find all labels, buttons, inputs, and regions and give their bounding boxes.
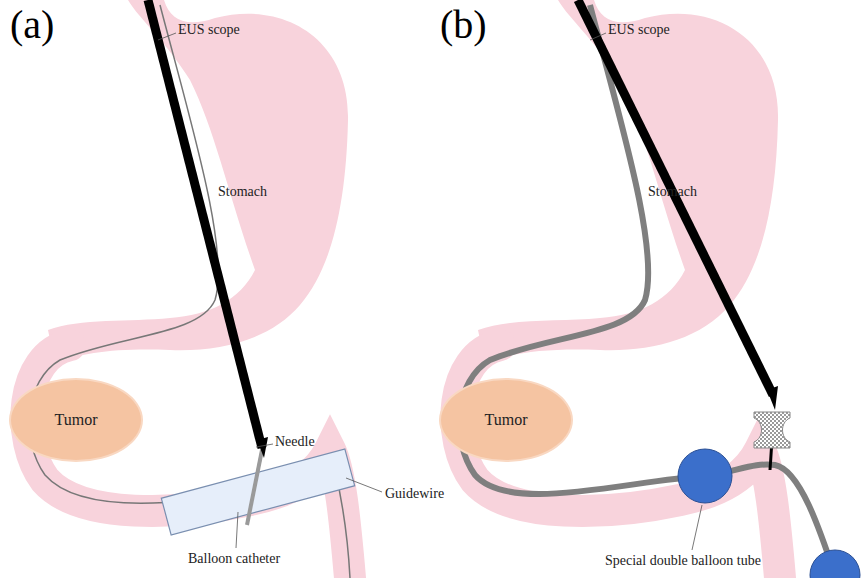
scope-tip xyxy=(767,386,778,410)
panel-letter: (a) xyxy=(10,2,54,48)
double-balloon-tube xyxy=(459,5,835,575)
leader-line xyxy=(158,33,176,40)
leader-line xyxy=(346,478,382,492)
tumor-ellipse: Tumor xyxy=(11,380,141,460)
node-text: Tumor xyxy=(485,411,528,429)
stent xyxy=(754,412,790,448)
balloon-catheter xyxy=(161,449,354,535)
leader-line xyxy=(692,505,702,550)
eus-scope xyxy=(148,0,262,448)
panel-letter: (b) xyxy=(440,2,487,48)
tumor-ellipse: Tumor xyxy=(441,380,571,460)
balloon xyxy=(810,550,860,578)
part-label: EUS scope xyxy=(178,22,240,38)
part-label: Special double balloon tube xyxy=(605,553,761,569)
scope-tip xyxy=(257,437,268,458)
leader-line xyxy=(236,512,238,548)
node-text: Tumor xyxy=(55,411,98,429)
leader-line xyxy=(590,33,606,40)
part-label: Needle xyxy=(275,434,315,450)
organ-label: Stomach xyxy=(648,184,697,200)
part-label: Guidewire xyxy=(385,486,444,502)
needle xyxy=(247,450,262,525)
eus-scope xyxy=(578,0,773,395)
balloon xyxy=(678,449,732,503)
leader-line xyxy=(256,444,273,447)
part-label: EUS scope xyxy=(608,22,670,38)
part-label: Balloon catheter xyxy=(188,551,280,567)
organ-label: Stomach xyxy=(218,184,267,200)
